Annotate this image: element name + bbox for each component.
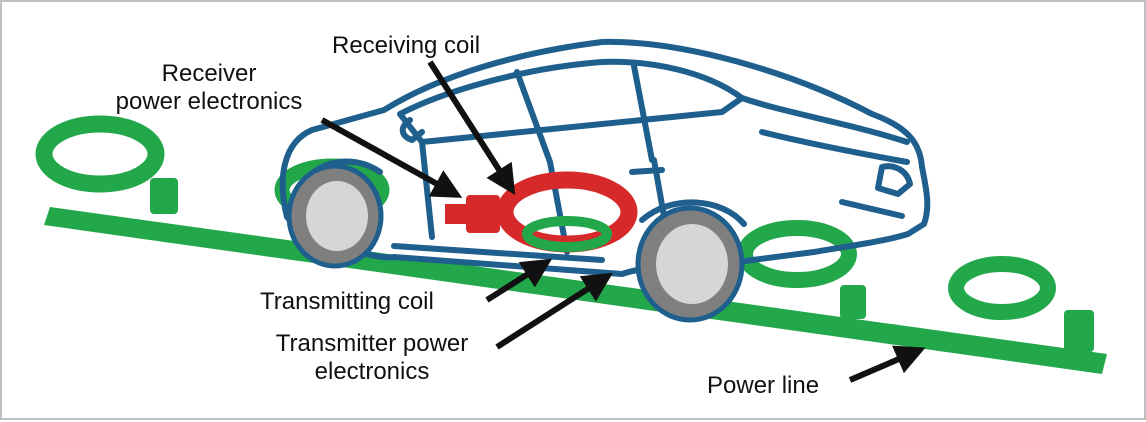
label-receiver-line-2: power electronics (115, 88, 303, 115)
arrow-power-line (848, 345, 926, 383)
arrow-transmitter-power-electronics (495, 272, 614, 350)
arrow-receiver-power-electronics (320, 117, 463, 198)
road-coil-under-car-front (737, 220, 866, 319)
transmitting-coil-under-car (522, 216, 612, 252)
label-transmitter-line-1: Transmitter power (275, 330, 469, 357)
front-wheel (635, 205, 745, 323)
label-transmitting-coil: Transmitting coil (260, 288, 434, 315)
pointer-arrows (320, 60, 926, 383)
label-transmitter-power-electronics: Transmitter power electronics (247, 330, 497, 386)
road-coil-left (35, 115, 178, 214)
label-receiver-line-1: Receiver (161, 60, 257, 87)
rear-wheel (286, 163, 384, 269)
arrow-transmitting-coil (485, 258, 553, 303)
label-receiving-coil: Receiving coil (332, 32, 481, 59)
label-transmitter-line-2: electronics (314, 358, 430, 385)
road-coil-right (948, 256, 1094, 352)
label-receiver-power-electronics: Receiver power electronics (84, 60, 334, 116)
label-power-line: Power line (707, 372, 820, 399)
power-line-strip (44, 207, 1107, 374)
arrow-receiving-coil (427, 60, 516, 196)
